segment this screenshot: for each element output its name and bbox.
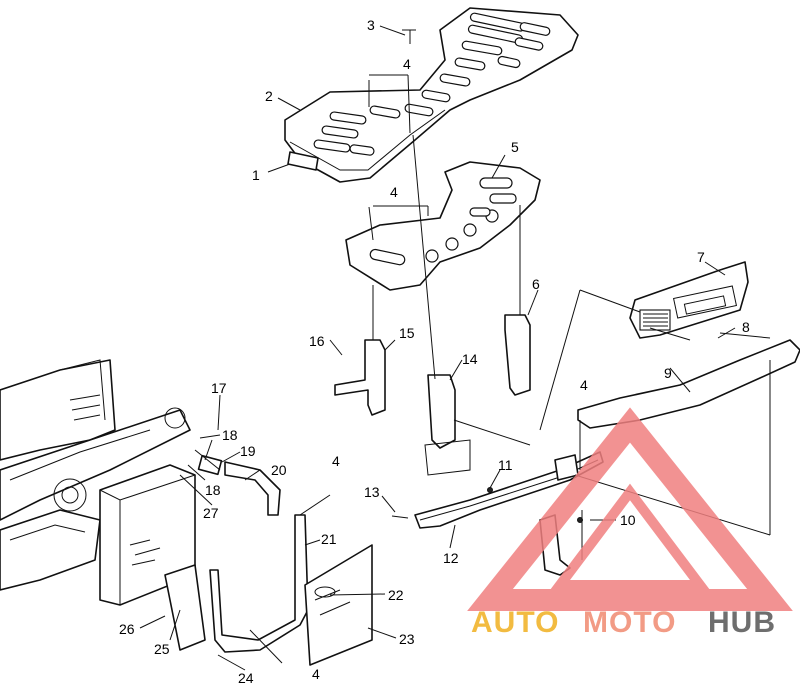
callout-6: 6: [532, 276, 540, 292]
callout-18a: 18: [222, 427, 238, 443]
callout-4b: 4: [580, 377, 588, 393]
callout-13: 13: [364, 484, 380, 500]
callout-21: 21: [321, 531, 337, 547]
nut-11: [487, 487, 493, 493]
rack-reflector: [287, 151, 319, 171]
callout-9: 9: [664, 365, 672, 381]
spacer-19: [197, 454, 223, 476]
guard-bar-21: [209, 514, 309, 653]
guard-bar-20: [224, 461, 281, 516]
front-rack: [284, 7, 579, 183]
front-bumper: [577, 339, 800, 429]
watermark-hub: HUB: [708, 606, 776, 639]
callout-22: 22: [388, 587, 404, 603]
callout-labels: 1 2 3 4 4 4 4 4 5 6 7 8 9 10 11 12 13 14…: [119, 17, 750, 684]
callout-2: 2: [265, 88, 273, 104]
screw-3: [402, 29, 416, 44]
bracket-15: [334, 339, 386, 416]
front-grille: [629, 261, 749, 339]
side-panel-23: [304, 544, 373, 666]
watermark-auto: AUTO: [471, 606, 559, 639]
callout-leaders: [139, 25, 736, 671]
callout-8: 8: [742, 319, 750, 335]
callout-18b: 18: [205, 482, 221, 498]
bracket-14: [427, 374, 456, 449]
callout-23: 23: [399, 631, 415, 647]
callout-7: 7: [697, 249, 705, 265]
automotohub-watermark: AUTO MOTO HUB: [467, 407, 793, 639]
callout-4e: 4: [403, 56, 411, 72]
rack-support-plate: [345, 161, 541, 291]
callout-15: 15: [399, 325, 415, 341]
callout-12: 12: [443, 550, 459, 566]
leader-lines: [194, 74, 771, 664]
callout-17: 17: [211, 380, 227, 396]
atv-frame: [0, 359, 191, 591]
callout-5: 5: [511, 139, 519, 155]
callout-1: 1: [252, 167, 260, 183]
callout-19: 19: [240, 443, 256, 459]
callout-10: 10: [620, 512, 636, 528]
callout-14: 14: [462, 351, 478, 367]
callout-26: 26: [119, 621, 135, 637]
callout-25: 25: [154, 641, 170, 657]
callout-27: 27: [203, 505, 219, 521]
callout-20: 20: [271, 462, 287, 478]
callout-4c: 4: [332, 453, 340, 469]
callout-4a: 4: [390, 184, 398, 200]
callout-24: 24: [238, 670, 254, 684]
bracket-6: [504, 314, 531, 396]
watermark-triangle: [467, 407, 793, 611]
callout-16: 16: [309, 333, 325, 349]
bolt-13: [391, 515, 409, 519]
watermark-inner-triangle: [549, 483, 711, 590]
callout-11: 11: [498, 457, 513, 473]
watermark-moto: MOTO: [583, 606, 676, 639]
callout-3: 3: [367, 17, 375, 33]
callout-4d: 4: [312, 666, 320, 682]
